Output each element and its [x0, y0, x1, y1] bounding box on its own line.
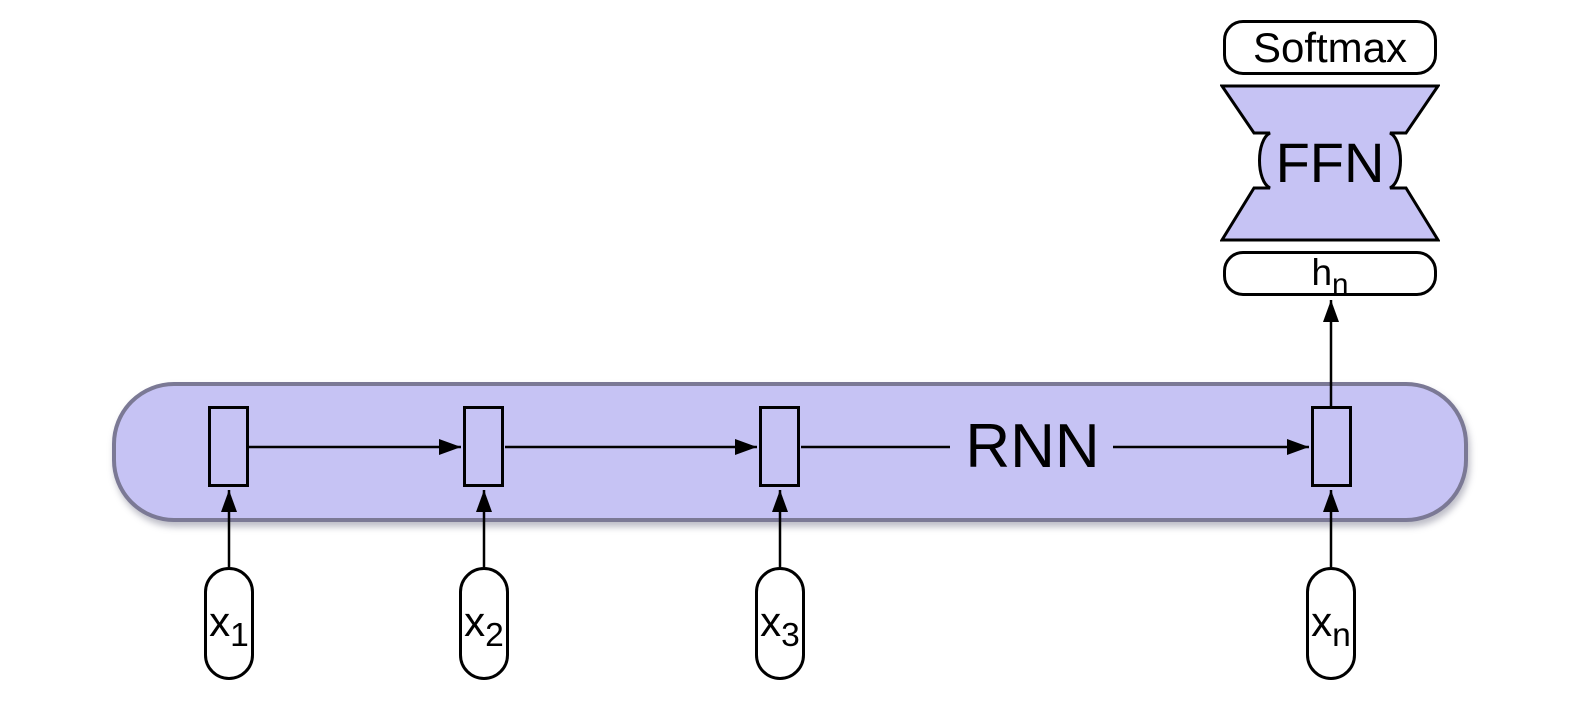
input-node-x1: x1: [204, 567, 254, 680]
hidden-state-node: hn: [1223, 251, 1437, 301]
input-x3-label: x3: [760, 597, 800, 655]
input-node-x3: x3: [755, 567, 805, 680]
rnn-cell-3: [759, 406, 800, 487]
input-node-x2: x2: [459, 567, 509, 680]
rnn-module-container: [112, 382, 1468, 522]
rnn-cell-2: [463, 406, 504, 487]
ffn-hourglass-path: [1220, 84, 1440, 242]
softmax-node: Softmax: [1223, 20, 1437, 75]
ffn-label: FFN: [1275, 131, 1385, 194]
softmax-label: Softmax: [1252, 23, 1408, 71]
input-x1-label: x1: [209, 597, 249, 655]
hidden-state-label: hn: [1311, 251, 1349, 301]
input-xn-label: xn: [1311, 597, 1351, 655]
rnn-cell-n: [1311, 406, 1352, 487]
ffn-block-shape: [1220, 84, 1440, 242]
input-x2-label: x2: [464, 597, 504, 655]
rnn-module-label: RNN: [965, 412, 1100, 481]
rnn-cell-1: [208, 406, 249, 487]
input-node-xn: xn: [1306, 567, 1356, 680]
